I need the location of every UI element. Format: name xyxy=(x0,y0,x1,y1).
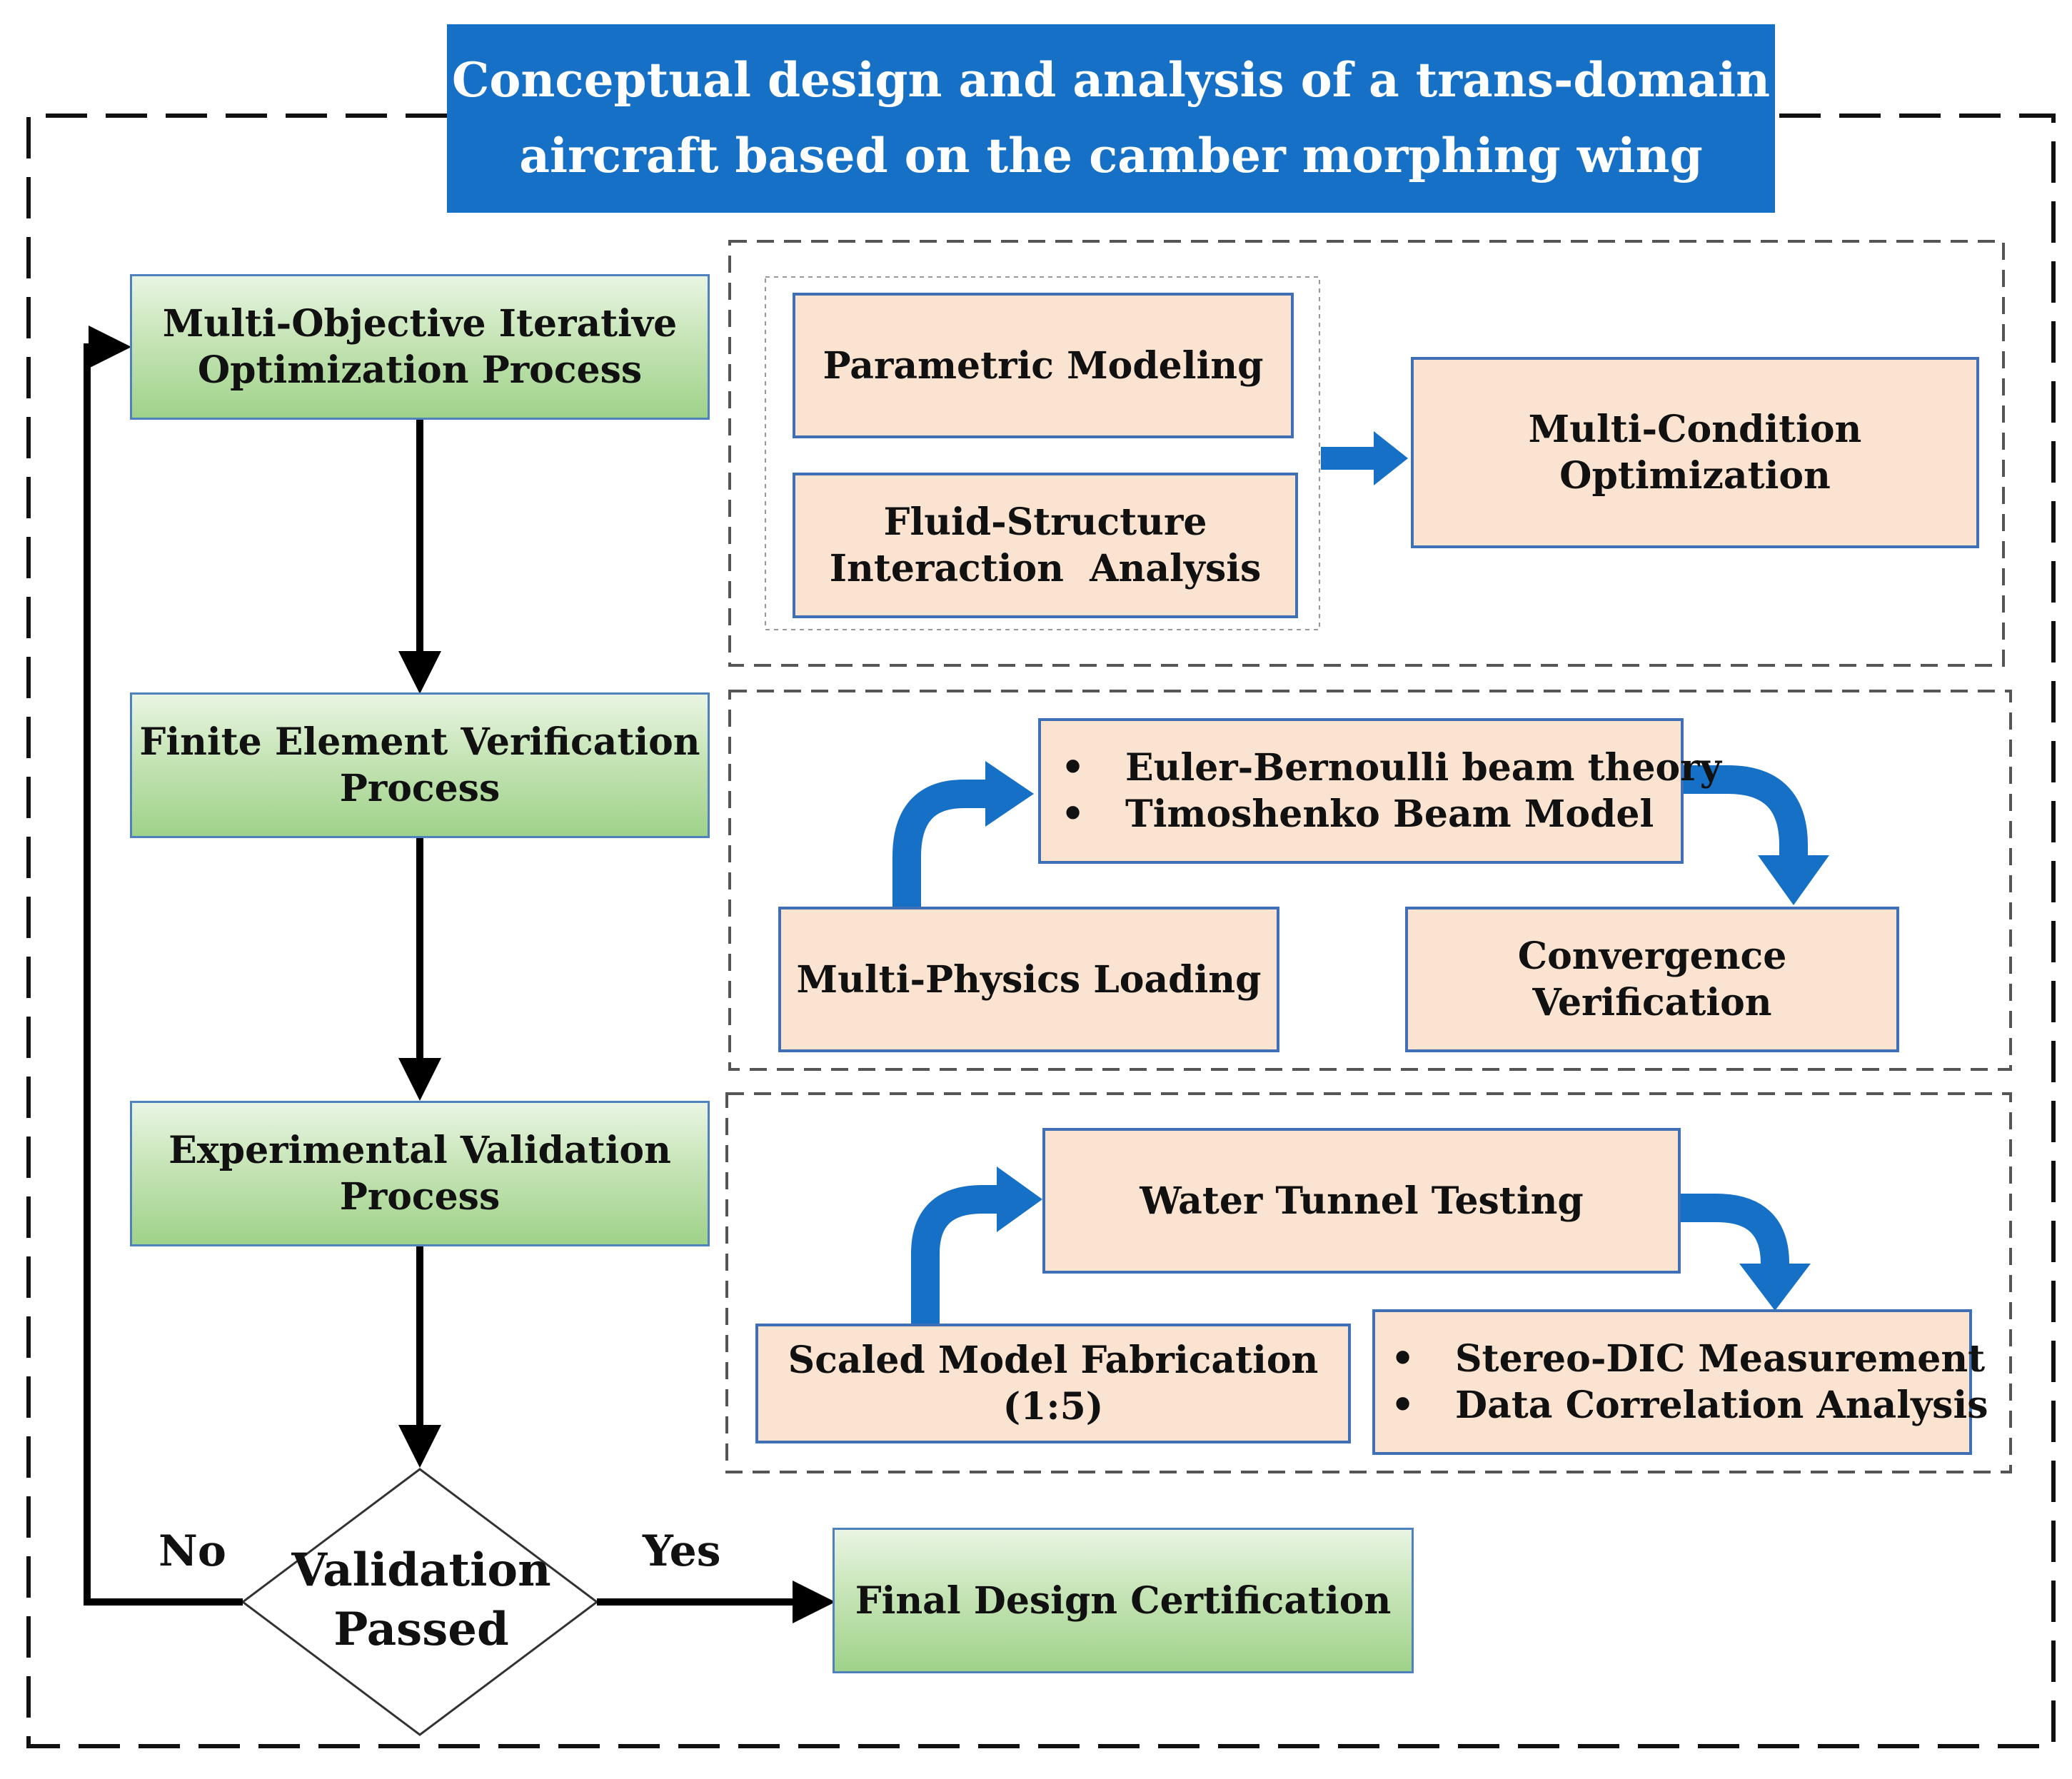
experiment-section-frame xyxy=(725,1092,2012,1473)
measurement-text-2: Data Correlation Analysis xyxy=(1455,1384,1988,1427)
final-design-certification-box: Final Design Certification xyxy=(833,1528,1414,1673)
scaled-model-fabrication-label: Scaled Model Fabrication (1:5) xyxy=(788,1339,1319,1428)
final-design-label: Final Design Certification xyxy=(855,1578,1392,1623)
optimization-inner-frame xyxy=(765,276,1320,630)
decision-line-2: Passed xyxy=(333,1603,509,1657)
beam-theory-box: • Euler-Bernoulli beam theory • Timoshenko… xyxy=(1038,718,1721,864)
beam-theory-text-1: Euler-Bernoulli beam theory xyxy=(1125,746,1721,790)
measurement-item-1: • Stereo-DIC Measurement xyxy=(1391,1336,1988,1382)
finite-element-line-1: Finite Element Verification xyxy=(139,720,700,764)
diagram-title: Conceptual design and analysis of a tran… xyxy=(447,24,1775,213)
decision-label: Validation Passed xyxy=(278,1541,564,1659)
convergence-verification-label: Convergence Verification xyxy=(1517,934,1787,1024)
outer-frame xyxy=(26,114,2056,1748)
fsi-line-2: Interaction Analysis xyxy=(829,547,1262,590)
bullet-icon: • xyxy=(1061,792,1085,836)
bullet-icon: • xyxy=(1061,746,1085,790)
finite-element-line-2: Process xyxy=(339,767,501,810)
fe-section-frame xyxy=(728,690,2012,1071)
decision-yes-label: Yes xyxy=(643,1526,721,1576)
arrow-no-feedback xyxy=(84,326,243,1606)
optimization-section-frame xyxy=(728,240,2005,667)
measurement-box: • Stereo-DIC Measurement • Data Correlatio… xyxy=(1372,1309,1988,1455)
bullet-icon: • xyxy=(1391,1384,1415,1427)
curved-arrow-tunnel-to-measurement xyxy=(1678,1194,1789,1268)
multi-physics-loading-label: Multi-Physics Loading xyxy=(796,957,1262,1002)
water-tunnel-testing-box: Water Tunnel Testing xyxy=(1042,1128,1681,1274)
fsi-line-1: Fluid-Structure xyxy=(883,500,1207,544)
beam-theory-text-2: Timoshenko Beam Model xyxy=(1125,792,1654,836)
curved-arrow-loading-to-theory xyxy=(892,780,991,908)
measurement-text-1: Stereo-DIC Measurement xyxy=(1455,1337,1986,1381)
arrow-to-multi-condition xyxy=(1321,431,1408,485)
curved-arrow-model-to-tunnel xyxy=(911,1185,1002,1324)
decision-line-1: Validation xyxy=(291,1543,551,1597)
title-line-2: aircraft based on the camber morphing wi… xyxy=(519,128,1703,183)
experimental-line-1: Experimental Validation xyxy=(169,1129,671,1172)
validation-decision-diamond xyxy=(241,1468,599,1736)
curved-arrow-tunnel-to-measurement-head xyxy=(1739,1264,1811,1311)
multi-objective-line-1: Multi-Objective Iterative xyxy=(162,302,678,346)
parametric-modeling-label: Parametric Modeling xyxy=(823,343,1264,388)
beam-theory-item-1: • Euler-Bernoulli beam theory xyxy=(1061,745,1721,791)
convergence-verification-box: Convergence Verification xyxy=(1405,907,1899,1052)
experimental-line-2: Process xyxy=(339,1175,501,1219)
multi-condition-line-1: Multi-Condition xyxy=(1528,408,1862,451)
beam-theory-item-2: • Timoshenko Beam Model xyxy=(1061,791,1721,837)
decision-no-label: No xyxy=(159,1526,226,1576)
water-tunnel-testing-label: Water Tunnel Testing xyxy=(1140,1179,1584,1223)
multi-condition-line-2: Optimization xyxy=(1559,454,1831,498)
curved-arrow-loading-to-theory-head xyxy=(985,761,1034,827)
multi-objective-line-2: Optimization Process xyxy=(197,348,643,392)
curved-arrow-theory-to-convergence xyxy=(1682,765,1808,860)
bullet-icon: • xyxy=(1391,1337,1415,1381)
measurement-item-2: • Data Correlation Analysis xyxy=(1391,1382,1988,1428)
parametric-modeling-box: Parametric Modeling xyxy=(793,293,1294,438)
curved-arrow-theory-to-convergence-head xyxy=(1758,855,1829,905)
scaled-model-fabrication-box: Scaled Model Fabrication (1:5) xyxy=(755,1324,1351,1443)
multi-physics-loading-box: Multi-Physics Loading xyxy=(778,907,1279,1052)
curved-arrow-model-to-tunnel-head xyxy=(997,1166,1042,1232)
title-line-1: Conceptual design and analysis of a tran… xyxy=(451,52,1771,109)
